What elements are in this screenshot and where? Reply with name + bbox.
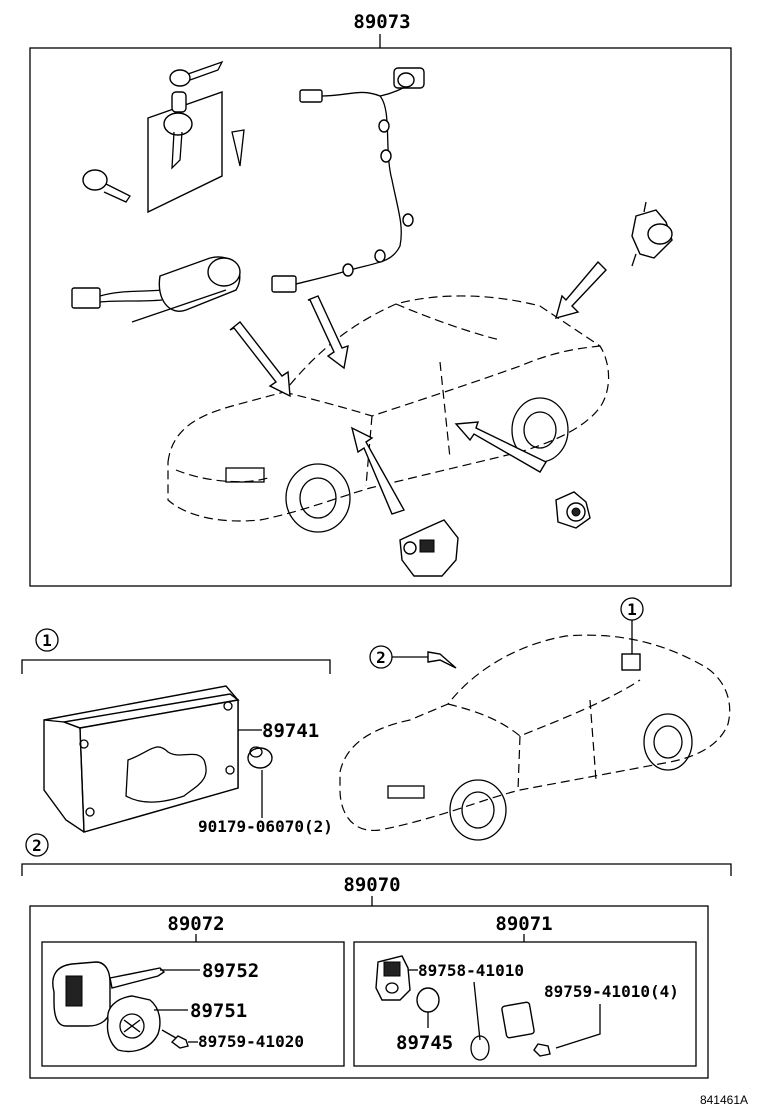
section-2: 2 89070 89072 89752 89751 89759-41020 <box>21 833 732 1079</box>
lock-screw[interactable] <box>533 1043 551 1057</box>
key-screw[interactable] <box>161 1029 189 1049</box>
label-89752[interactable]: 89752 <box>202 960 259 982</box>
key-transmitter-89751[interactable] <box>106 995 161 1053</box>
label-89071[interactable]: 89071 <box>495 913 552 935</box>
ignition-switch[interactable] <box>71 256 241 323</box>
key-card-group[interactable] <box>82 60 245 214</box>
sedan-side-view: 2 1 <box>339 597 731 841</box>
label-89073[interactable]: 89073 <box>353 11 410 33</box>
section-1: 1 89741 90179-06070(2) <box>21 628 333 836</box>
door-lock-cylinder[interactable] <box>555 491 591 529</box>
pointer-arrows <box>229 260 607 515</box>
trunk-lock-cylinder[interactable] <box>631 201 673 267</box>
ecu-unit[interactable] <box>43 685 240 833</box>
door-latch[interactable] <box>399 519 459 577</box>
lock-part-89758[interactable] <box>375 955 411 1001</box>
key-small[interactable] <box>427 651 457 669</box>
callout-1-circle-left <box>35 628 59 652</box>
key-blank-89752[interactable] <box>52 961 166 1027</box>
ecu-location-marker <box>621 653 641 671</box>
label-89070[interactable]: 89070 <box>343 874 400 896</box>
label-89751[interactable]: 89751 <box>190 1000 247 1022</box>
label-90179-06070[interactable]: 90179-06070(2) <box>198 817 333 836</box>
key-set-frame <box>41 941 345 1067</box>
label-89745[interactable]: 89745 <box>396 1032 453 1054</box>
callout-1-right[interactable]: 1 <box>627 600 637 619</box>
gasket[interactable] <box>470 1035 490 1061</box>
label-89759-41010[interactable]: 89759-41010(4) <box>544 982 679 1001</box>
label-89758-41010[interactable]: 89758-41010 <box>418 961 524 980</box>
lock-set-frame <box>353 941 697 1067</box>
assembly-89073: 89073 <box>29 11 732 587</box>
callout-2-car[interactable]: 2 <box>376 648 386 667</box>
clip-90179[interactable] <box>247 746 273 769</box>
lock-part-89745-body[interactable] <box>416 987 440 1013</box>
callout-2-section[interactable]: 2 <box>32 836 42 855</box>
kit-89070-frame <box>29 905 709 1079</box>
assembly-89073-frame <box>29 47 732 587</box>
label-89072[interactable]: 89072 <box>167 913 224 935</box>
label-89759-41020[interactable]: 89759-41020 <box>198 1032 304 1051</box>
callout-1-left[interactable]: 1 <box>42 631 52 650</box>
diagram-id: 841461A <box>700 1093 748 1107</box>
label-89741[interactable]: 89741 <box>262 720 319 742</box>
wire-harness[interactable] <box>271 67 425 293</box>
lock-plate[interactable] <box>501 1001 535 1039</box>
